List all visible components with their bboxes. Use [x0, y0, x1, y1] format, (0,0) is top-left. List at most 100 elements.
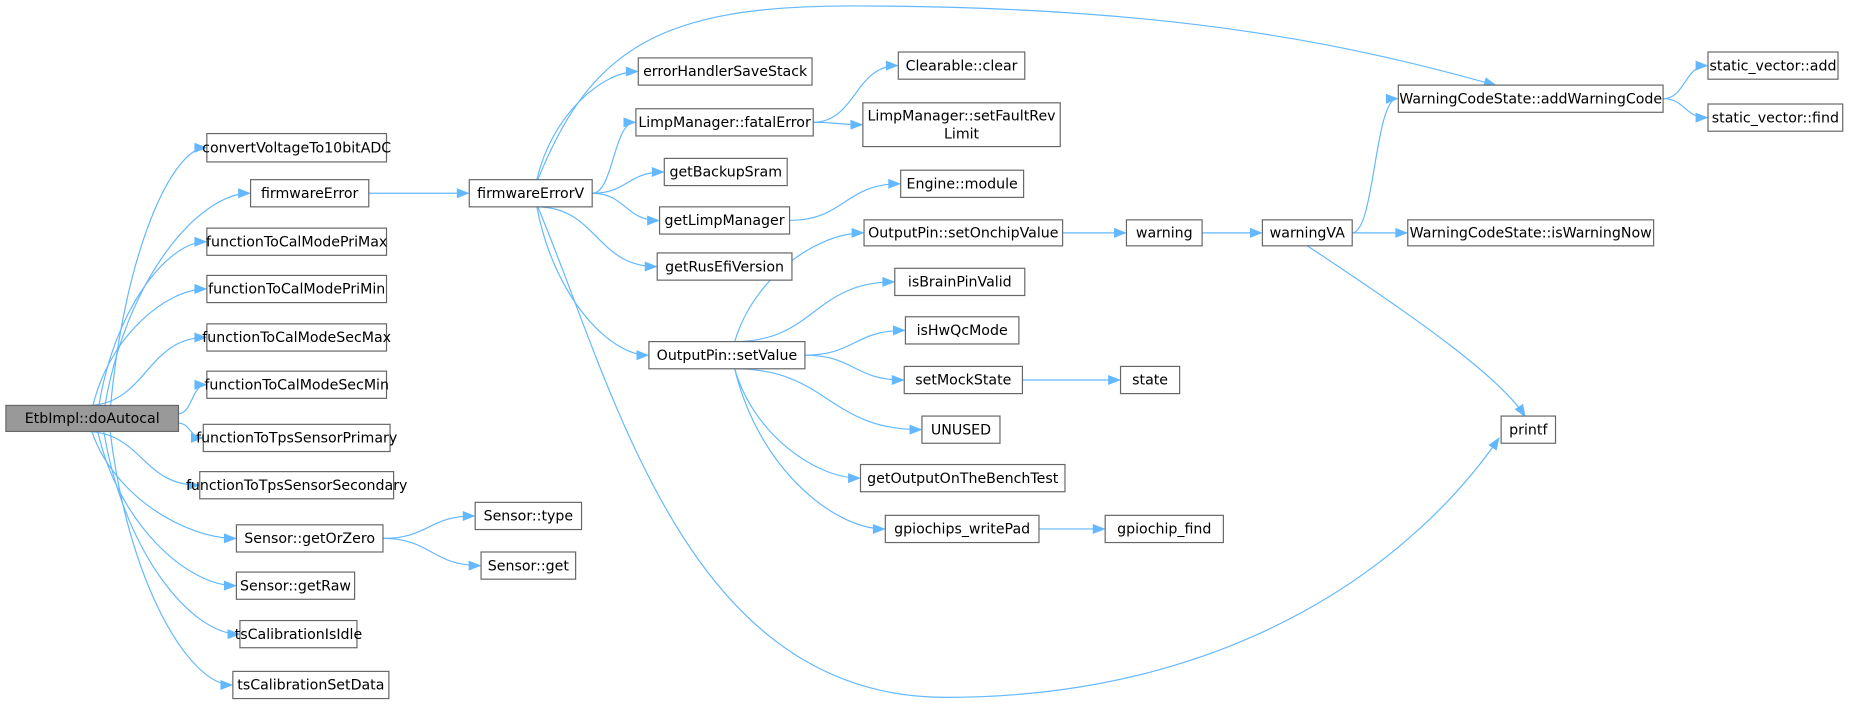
node-label: tsCalibrationSetData [237, 678, 384, 694]
node-label: Sensor::getOrZero [244, 531, 375, 547]
edge-set-value-to-write-pad [734, 368, 886, 534]
edge-do-autocal-to-firmware-error [104, 188, 252, 406]
node-onchip[interactable]: OutputPin::setOnchipValue [863, 219, 1064, 247]
node-bench[interactable]: getOutputOnTheBenchTest [859, 463, 1066, 493]
node-warning-va[interactable]: warningVA [1261, 219, 1353, 247]
edge-fatal-error-to-clear [813, 60, 899, 123]
node-box [235, 571, 356, 600]
node-tps-primary[interactable]: functionToTpsSensorPrimary [196, 423, 397, 453]
node-backup-sram[interactable]: getBackupSram [663, 157, 788, 187]
node-state[interactable]: state [1119, 365, 1181, 395]
node-engine-module[interactable]: Engine::module [900, 169, 1025, 198]
edge-firmware-error-to-firmware-error-v [368, 188, 470, 199]
node-get-raw[interactable]: Sensor::getRaw [235, 571, 356, 600]
edge-line [97, 431, 236, 587]
node-get-or-zero[interactable]: Sensor::getOrZero [235, 524, 384, 553]
node-pri-min[interactable]: functionToCalModePriMin [206, 274, 388, 304]
arrowhead-icon [1092, 523, 1106, 534]
edge-line [98, 241, 206, 406]
node-is-warn-now[interactable]: WarningCodeState::isWarningNow [1407, 219, 1655, 247]
node-box [249, 179, 370, 208]
node-add-warn[interactable]: WarningCodeState::addWarningCode [1397, 84, 1664, 113]
arrowhead-icon [882, 276, 896, 287]
node-label: Limit [944, 126, 980, 142]
node-firmware-error[interactable]: firmwareError [249, 179, 370, 208]
edge-warning-va-to-is-warn-now [1352, 227, 1409, 238]
arrowhead-icon [456, 188, 470, 199]
node-box [884, 514, 1040, 544]
node-box [859, 463, 1066, 493]
node-convert-voltage[interactable]: convertVoltageTo10bitADC [202, 132, 391, 163]
node-save-stack[interactable]: errorHandlerSaveStack [637, 57, 813, 86]
node-box [863, 219, 1064, 247]
edge-firmware-error-v-to-fatal-error [592, 117, 637, 194]
node-firmware-error-v[interactable]: firmwareErrorV [468, 179, 593, 208]
node-tps-secondary[interactable]: functionToTpsSensorSecondary [186, 471, 407, 500]
node-brain-pin[interactable]: isBrainPinValid [894, 267, 1026, 297]
arrowhead-icon [1695, 60, 1709, 71]
node-warning[interactable]: warning [1125, 219, 1203, 247]
node-pri-max[interactable]: functionToCalModePriMax [206, 227, 387, 256]
edge-firmware-error-v-to-rus-efi-ver [536, 206, 658, 272]
node-sec-max[interactable]: functionToCalModeSecMax [202, 323, 391, 352]
edge-mock-state-to-state [1022, 375, 1121, 386]
edge-line [789, 183, 900, 222]
node-mock-state[interactable]: setMockState [903, 365, 1024, 395]
node-do-autocal[interactable]: EtbImpl::doAutocal [5, 404, 180, 433]
node-label: setMockState [915, 373, 1011, 389]
node-rus-efi-ver[interactable]: getRusEfiVersion [656, 252, 793, 281]
arrowhead-icon [187, 480, 201, 491]
edge-do-autocal-to-tps-secondary [85, 430, 201, 491]
edge-set-value-to-bench [734, 368, 861, 484]
edge-onchip-to-warning [1062, 227, 1127, 238]
node-label: functionToCalModeSecMin [204, 377, 389, 393]
node-ts-idle[interactable]: tsCalibrationIsIdle [235, 619, 362, 649]
node-get-limp[interactable]: getLimpManager [658, 206, 791, 235]
node-printf[interactable]: printf [1500, 415, 1557, 444]
arrowhead-icon [623, 117, 637, 128]
edge-line [1306, 245, 1526, 417]
node-sv-find[interactable]: static_vector::find [1707, 103, 1844, 132]
node-sec-min[interactable]: functionToCalModeSecMin [204, 370, 389, 399]
node-label: warningVA [1270, 226, 1346, 242]
edge-line [85, 430, 199, 486]
node-sv-add[interactable]: static_vector::add [1707, 51, 1839, 80]
node-label: Sensor::getRaw [240, 578, 351, 594]
node-hw-qc[interactable]: isHwQcMode [904, 316, 1020, 345]
edge-firmware-error-v-to-add-warn [537, 5, 1497, 180]
node-box [1261, 219, 1353, 247]
node-box [5, 404, 180, 433]
node-sensor-get[interactable]: Sensor::get [480, 551, 577, 580]
node-label: Clearable::clear [906, 58, 1018, 74]
edge-line [103, 431, 239, 635]
edge-get-limp-to-engine-module [789, 178, 902, 222]
node-chip-find[interactable]: gpiochip_find [1104, 514, 1224, 544]
node-box [206, 370, 388, 399]
node-ts-set-data[interactable]: tsCalibrationSetData [232, 670, 390, 700]
edge-add-warn-to-sv-add [1663, 60, 1709, 100]
node-box [1500, 415, 1557, 444]
arrowhead-icon [462, 510, 476, 521]
edge-do-autocal-to-sec-max [86, 332, 208, 407]
node-fatal-error[interactable]: LimpManager::fatalError [635, 108, 814, 137]
node-label: UNUSED [931, 422, 991, 438]
arrowhead-icon [194, 236, 208, 247]
edge-line [734, 368, 885, 530]
node-box [468, 179, 593, 208]
node-sensor-type[interactable]: Sensor::type [474, 501, 583, 531]
node-set-value[interactable]: OutputPin::setValue [648, 341, 806, 370]
node-unused[interactable]: UNUSED [921, 415, 1001, 444]
edge-line [382, 515, 474, 539]
arrowhead-icon [893, 325, 906, 336]
edge-set-value-to-hw-qc [804, 325, 906, 356]
arrowhead-icon [190, 432, 204, 443]
node-box [663, 157, 788, 187]
edge-line [804, 329, 905, 356]
edge-warning-to-warning-va [1202, 227, 1263, 238]
node-clear[interactable]: Clearable::clear [897, 51, 1026, 80]
arrowhead-icon [220, 679, 234, 690]
node-label: Sensor::get [488, 558, 570, 574]
edge-set-value-to-brain-pin [734, 276, 896, 343]
node-write-pad[interactable]: gpiochips_writePad [884, 514, 1040, 544]
